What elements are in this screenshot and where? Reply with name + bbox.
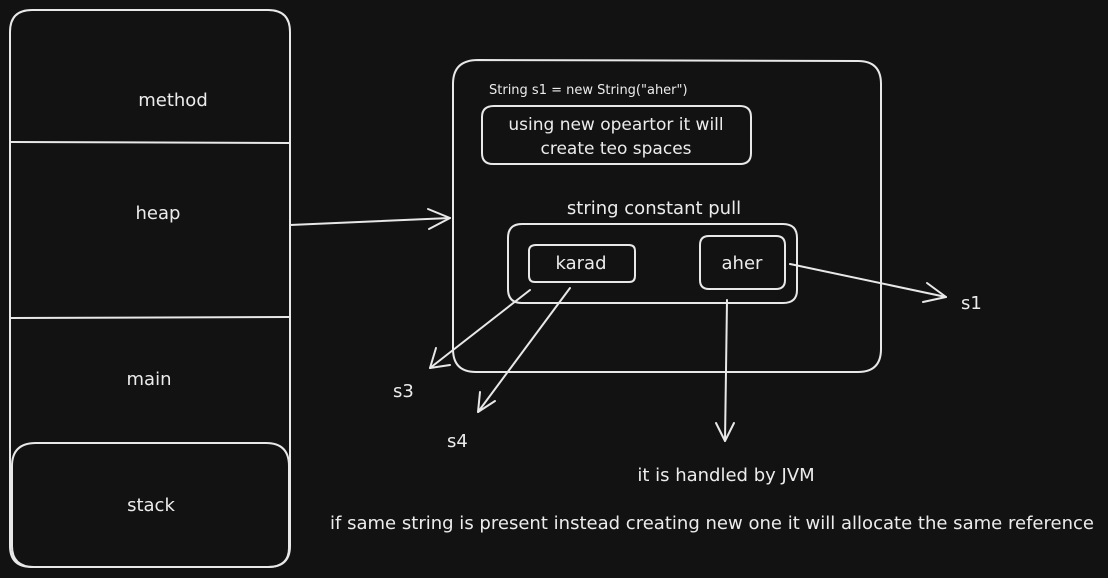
pool-item-karad: karad [528,244,636,283]
heap-arrowhead [427,208,451,230]
heap-detail-box: String s1 = new String("aher") using new… [452,59,882,373]
code-line: String s1 = new String("aher") [489,83,688,98]
heap-label: heap [136,203,181,224]
note-line-2: create teo spaces [540,139,691,159]
jvm-note: it is handled by JVM [637,465,814,486]
aher-label: aher [722,253,764,274]
pool-title: string constant pull [567,198,741,219]
arrow-aher-s1 [789,263,947,303]
string-constant-pool: karad aher [507,223,798,304]
note-line-1: using new opeartor it will [508,115,723,135]
new-operator-note: using new opeartor it will create teo sp… [481,105,752,165]
s1-label: s1 [961,293,982,314]
karad-label: karad [556,253,607,274]
main-label: main [127,369,172,390]
divider-method-heap [10,141,290,144]
stack-box [11,442,290,568]
heap-arrow [289,208,451,230]
reference-note: if same string is present instead creati… [330,513,1094,534]
arrow-karad-s3 [429,289,531,369]
s4-label: s4 [447,431,468,452]
memory-column: method heap main stack [9,9,291,568]
stack-label: stack [127,495,175,516]
arrow-aher-jvm [715,299,735,442]
divider-heap-main [10,316,290,319]
heap-box-border [452,59,882,373]
s3-label: s3 [393,381,414,402]
pool-item-aher: aher [699,235,786,290]
method-label: method [138,90,208,111]
arrow-karad-s4 [477,287,571,413]
